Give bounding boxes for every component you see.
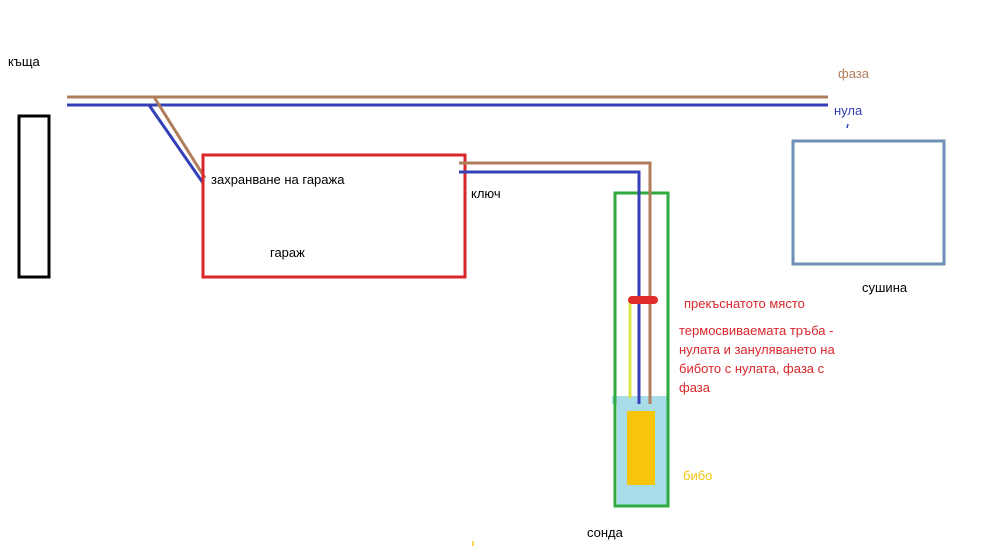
probe-phase-wire	[459, 161, 652, 404]
pump-label: бибо	[683, 468, 713, 483]
phase-label: фаза	[838, 66, 869, 81]
probe-neutral-wire	[459, 170, 641, 404]
break-marker	[628, 296, 658, 304]
house-label: къща	[8, 54, 40, 69]
dryer-label: сушина	[862, 280, 908, 295]
probe-label: сонда	[587, 525, 623, 540]
switch-label: ключ	[471, 186, 501, 201]
dryer-box	[791, 139, 946, 266]
pump-body	[627, 411, 655, 485]
house-box	[17, 114, 51, 279]
garage-label: гараж	[270, 245, 305, 260]
garage-box	[201, 153, 467, 279]
branch-phase-wire	[152, 96, 207, 179]
branch-neutral-wire	[147, 104, 205, 184]
probe-box	[613, 191, 670, 508]
dryer-tick	[846, 123, 849, 129]
break-point-label: прекъснатото място	[684, 296, 805, 311]
heat-shrink-note: термосвиваемата тръба - нулата и зануляв…	[679, 323, 835, 395]
neutral-label: нула	[834, 103, 863, 118]
garage-supply-label: захранване на гаража	[211, 172, 345, 187]
